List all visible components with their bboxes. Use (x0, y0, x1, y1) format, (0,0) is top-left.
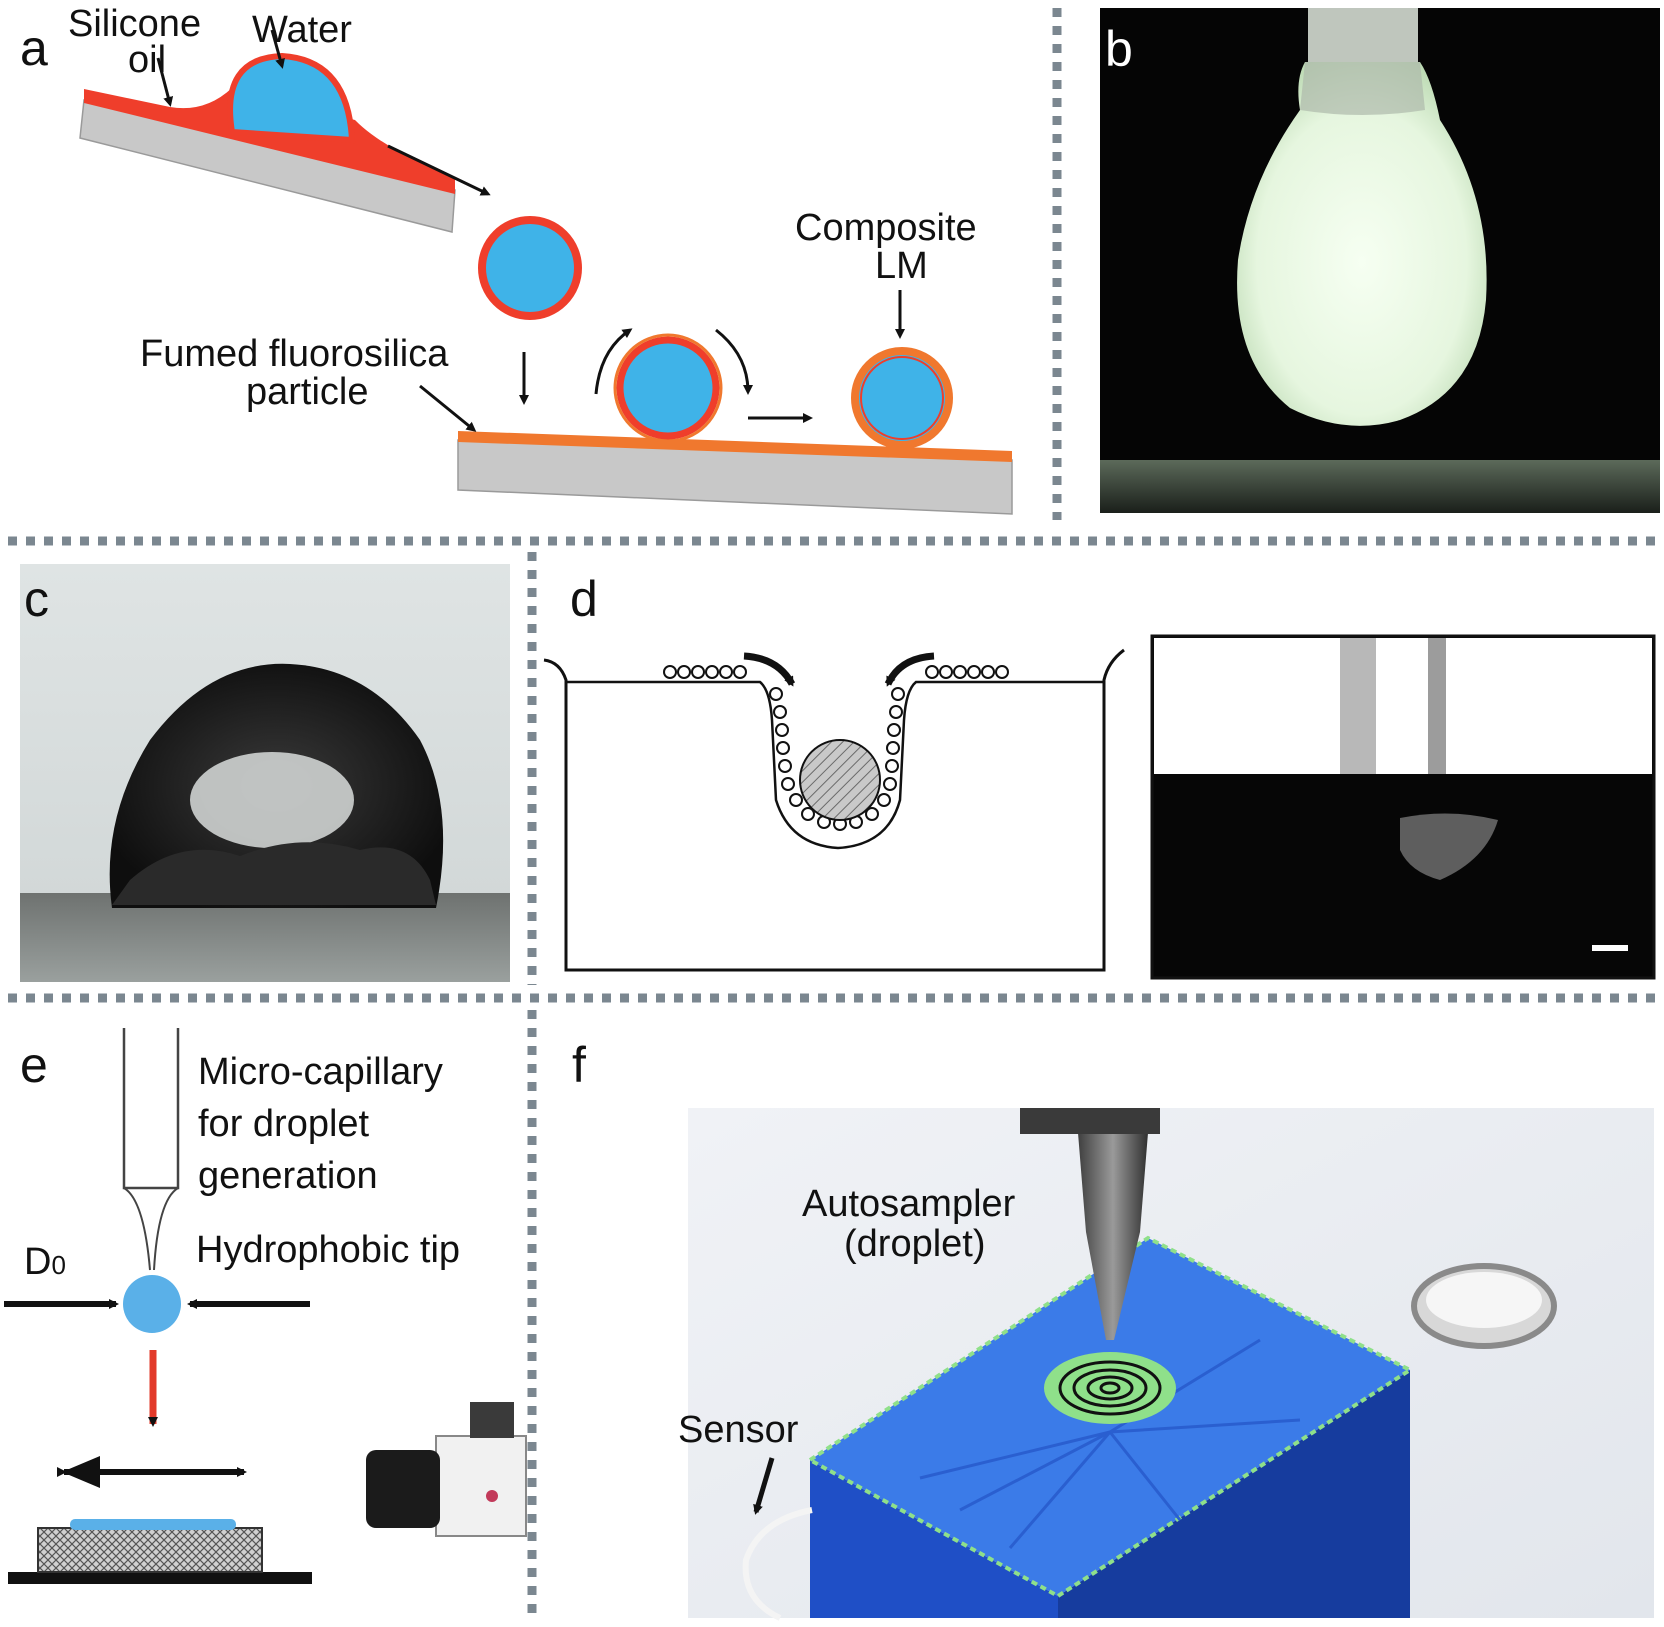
rolling-droplet (616, 336, 720, 440)
composite-lm-label-1: Composite (795, 207, 977, 249)
sensor-label: Sensor (678, 1409, 799, 1451)
hydrophobic-tip-label: Hydrophobic tip (196, 1229, 460, 1271)
container-outline (543, 648, 1125, 972)
photo-d-particles (1400, 813, 1498, 880)
panel-c-label: c (24, 571, 49, 627)
substrate-base (8, 1572, 312, 1584)
panel-a-label: a (20, 20, 48, 76)
panel-d: d (543, 571, 1656, 980)
panel-c: c (20, 564, 510, 982)
panel-e: e D0 Micro-capillary for droplet generat… (4, 1028, 527, 1584)
liquid-surface-with-well (566, 680, 1104, 850)
fumed-particle-label-1: Fumed fluorosilica (140, 333, 449, 375)
rolling-arrow-right (715, 328, 753, 395)
panel-dividers (8, 8, 1660, 1620)
inflow-arrow-left (743, 652, 796, 687)
silicone-oil-arrow (156, 57, 174, 107)
photo-b-liquid-marble (1237, 62, 1487, 426)
autosampler-label-1: Autosampler (802, 1183, 1016, 1225)
silicone-oil-layer (84, 88, 455, 194)
water-droplet-on-oil (227, 52, 356, 144)
autosampler-label-2: (droplet) (844, 1223, 986, 1265)
spiral-electrode (1058, 1360, 1162, 1416)
photo-d-air (1154, 638, 1652, 774)
photo-d-needle-right (1428, 638, 1446, 774)
porous-substrate (37, 1527, 263, 1573)
panel-b-label: b (1105, 21, 1133, 77)
device-right-face (1058, 1370, 1410, 1618)
silicone-oil-label-1: Silicone (68, 3, 201, 45)
photo-d-needle-left (1340, 638, 1376, 774)
composite-lm-inner-ring (860, 356, 944, 440)
photo-b-neck (1300, 62, 1425, 115)
spread-arrow-head-left (62, 1456, 100, 1488)
d0-sub: 0 (51, 1250, 65, 1280)
panel-a: a Silicone oil Water Fumed fluorosilica … (20, 3, 1013, 515)
panel-b: b (1100, 8, 1660, 513)
photo-c-rough-base (112, 842, 436, 905)
submerged-droplet (799, 739, 881, 821)
micro-capillary-label-3: generation (198, 1155, 378, 1197)
micro-capillary (122, 1028, 180, 1190)
device-channels (919, 1338, 1301, 1549)
roll-off-arrow (387, 144, 491, 196)
sample-dish-inner (1426, 1272, 1542, 1328)
photo-b-ground (1100, 460, 1660, 513)
device-front-face (810, 1460, 1058, 1618)
panel-f-label: f (572, 1037, 586, 1093)
spread-droplet (70, 1519, 236, 1530)
droplet-d0 (123, 1275, 181, 1333)
panel-e-label: e (20, 1037, 48, 1093)
panel-d-label: d (570, 571, 598, 627)
photo-b-capillary (1308, 8, 1418, 68)
fumed-particle-label-2: particle (246, 371, 369, 413)
sensor-arrow (753, 1457, 775, 1515)
micro-capillary-label-2: for droplet (198, 1103, 370, 1145)
water-arrow (270, 29, 285, 69)
photo-c-highlight (190, 752, 354, 848)
particle-layer (458, 431, 1012, 462)
particle-chain (663, 665, 1009, 831)
particle-arrow (419, 384, 477, 432)
silicone-oil-label-2: oil (128, 39, 166, 81)
rolling-droplet-coating (613, 333, 723, 443)
composite-lm-label-2: LM (875, 245, 928, 287)
composite-liquid-marble (851, 347, 953, 449)
micro-capillary-label-1: Micro-capillary (198, 1051, 443, 1093)
water-label: Water (252, 9, 352, 51)
photo-d-scale-bar (1592, 945, 1628, 951)
inflow-arrow-right (884, 652, 935, 687)
d0-main: D (24, 1241, 51, 1283)
hydrophobic-tip (123, 1187, 179, 1271)
falling-droplet (478, 216, 582, 320)
high-speed-camera (366, 1402, 527, 1537)
sensor-wire (742, 1507, 813, 1621)
d0-label: D0 (24, 1241, 66, 1283)
autosampler-body (1020, 1108, 1160, 1134)
panel-f: f Autosampler (droplet) (572, 1037, 1654, 1621)
autosampler-nozzle (1076, 1108, 1150, 1340)
rolling-arrow-left (594, 328, 633, 395)
